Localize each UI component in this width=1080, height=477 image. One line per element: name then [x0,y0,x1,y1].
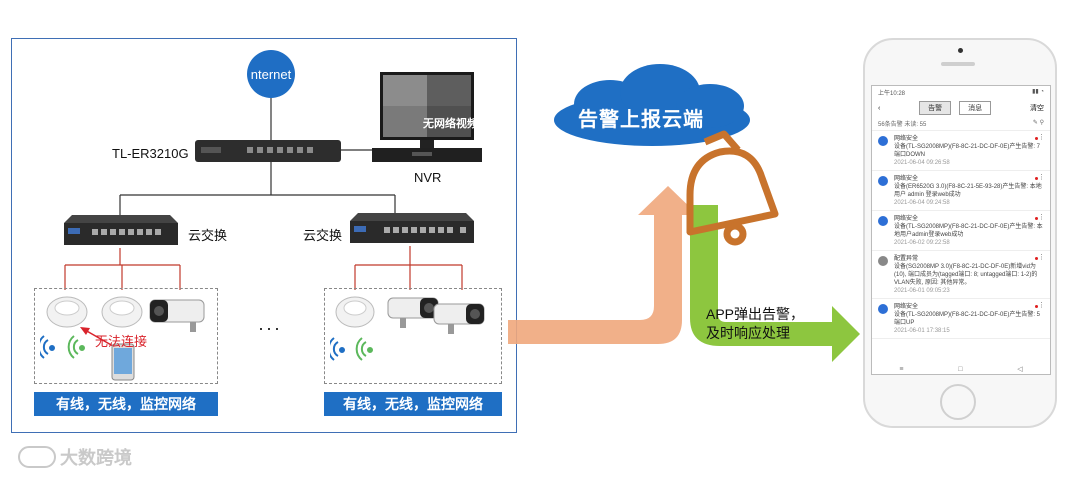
home-nav-icon[interactable]: □ [958,365,963,373]
tab-alerts[interactable]: 告警 [919,101,952,115]
camera-icon [958,48,963,53]
tab-messages[interactable]: 消息 [959,101,992,115]
unread-dot [1035,177,1038,180]
alert-body: 设备(TL-SG2008MP)(F8-8C-21-DC-DF-0E)产生告警: … [894,224,1043,238]
access-point-icon [101,296,143,328]
alert-title: 网络安全 [894,136,919,142]
cloud-switch-right [350,213,474,243]
cloud-switch-left [64,215,178,245]
alert-item[interactable]: ⋮ 网络安全 设备(TL-SG2008MP)(F8-8C-21-DC-DF-0E… [872,211,1050,251]
alert-icon [878,304,888,314]
alert-time: 2021-06-01 17:38:15 [894,328,950,334]
edit-filter-icons[interactable]: ✎ ⚲ [1032,120,1044,126]
nvr-label: NVR [414,170,442,185]
alert-summary-bar: 56条告警 未读: 55 ✎ ⚲ [872,117,1050,131]
alert-time: 2021-06-04 09:26:58 [894,160,950,166]
alert-icon [878,136,888,146]
no-connection-label: 无法连接 [95,334,148,349]
alert-time: 2021-06-01 09:05:23 [894,288,950,294]
home-button[interactable] [940,384,976,420]
cloud-label: 告警上报云端 [578,109,704,131]
alert-item[interactable]: ⋮ 网络安全 设备(TL-SG2008MP)(F8-8C-21-DC-DF-0E… [872,131,1050,171]
unread-dot [1035,217,1038,220]
ellipsis: ··· [258,318,282,338]
bell-icon [686,130,779,246]
alert-title: 网络安全 [894,216,919,222]
status-bar: 上午10:28 ▮▮ ◔ [872,86,1050,99]
more-icon[interactable]: ⋮ [1038,174,1045,181]
alert-title: 配置异常 [894,256,919,262]
alert-item[interactable]: ⋮ 网络安全 设备(TL-SG2008MP)(F8-8C-21-DC-DF-0E… [872,299,1050,339]
menu-nav-icon[interactable]: ≡ [899,365,904,373]
router-device [195,140,341,162]
status-time: 上午10:28 [878,91,906,97]
signal-icon: ▮▮ ◔ [1032,89,1044,95]
watermark: 大数跨境 [18,444,132,470]
access-point-icon [335,296,375,328]
unread-dot [1035,137,1038,140]
speaker-grille [941,62,975,66]
upload-arrow [508,186,698,344]
left-device-group [34,288,218,384]
alert-summary: 56条告警 未读: 55 [878,122,927,128]
alert-icon [878,216,888,226]
back-nav-icon[interactable]: ◁ [1017,366,1023,373]
right-network-label: 有线，无线，监控网络 [324,392,502,416]
unread-dot [1035,305,1038,308]
nvr-screen-label: 无网络视频 [423,118,478,130]
alert-time: 2021-06-02 09:22:58 [894,240,950,246]
cloud-icon [554,64,750,146]
nvr-monitor [372,72,482,162]
alert-body: 设备(TL-SG2008MP)(F8-8C-21-DC-DF-0E)产生告警: … [894,144,1041,158]
alert-body: 设备(ER6520G 3.0)(F8-8C-21-5E-93-28)产生告警: … [894,184,1042,198]
access-point-icon [46,296,88,328]
internet-node: nternet [247,50,295,98]
alert-item[interactable]: ⋮ 配置异常 设备(SG2008MP 3.0)(F8-8C-21-DC-DF-0… [872,251,1050,299]
alert-body: 设备(TL-SG2008MP)(F8-8C-21-DC-DF-0E)产生告警: … [894,312,1041,326]
right-device-group [324,288,502,384]
watermark-logo-icon [18,446,56,468]
more-icon[interactable]: ⋮ [1038,214,1045,221]
alert-title: 网络安全 [894,176,919,182]
alert-time: 2021-06-04 09:24:58 [894,200,950,206]
app-alert-text: APP弹出告警， 及时响应处理 [706,305,804,343]
clear-button[interactable]: 清空 [1030,105,1044,112]
smartphone-icon [111,343,135,381]
camera-icon [433,303,485,334]
app-alert-line2: 及时响应处理 [706,325,790,341]
back-icon[interactable]: ‹ [878,104,881,112]
alert-item[interactable]: ⋮ 网络安全 设备(ER6520G 3.0)(F8-8C-21-5E-93-28… [872,171,1050,211]
camera-icon [149,299,205,332]
switch-left-label: 云交换 [188,228,228,243]
switch-right-label: 云交换 [303,228,343,243]
phone-screen: 上午10:28 ▮▮ ◔ ‹ 告警 消息 清空 56条告警 未读: 55 ✎ ⚲… [871,85,1051,375]
left-network-label: 有线，无线，监控网络 [34,392,218,416]
alert-body: 设备(SG2008MP 3.0)(F8-8C-21-DC-DF-0E)新增vid… [894,264,1038,286]
internet-label: nternet [250,66,292,82]
wifi-icon [40,335,55,359]
alert-icon [878,176,888,186]
wifi-icon [330,337,345,361]
alert-title: 网络安全 [894,304,919,310]
camera-icon [387,297,439,328]
wifi-icon [355,337,373,361]
more-icon[interactable]: ⋮ [1038,254,1045,261]
more-icon[interactable]: ⋮ [1038,302,1045,309]
config-alert-icon [878,256,888,266]
app-alert-line1: APP弹出告警， [706,306,805,322]
more-icon[interactable]: ⋮ [1038,134,1045,141]
phone-nav-bar: ≡ □ ◁ [872,364,1050,374]
router-label: TL-ER3210G [112,146,189,161]
left-group-devices [40,296,205,381]
network-diagram-frame [11,38,517,433]
push-arrow [690,205,860,362]
watermark-text: 大数跨境 [60,448,132,468]
unread-dot [1035,257,1038,260]
tab-group: 告警 消息 [919,101,992,115]
right-group-devices [330,296,485,361]
wifi-icon [67,335,85,359]
app-top-bar: ‹ 告警 消息 清空 [872,99,1050,117]
